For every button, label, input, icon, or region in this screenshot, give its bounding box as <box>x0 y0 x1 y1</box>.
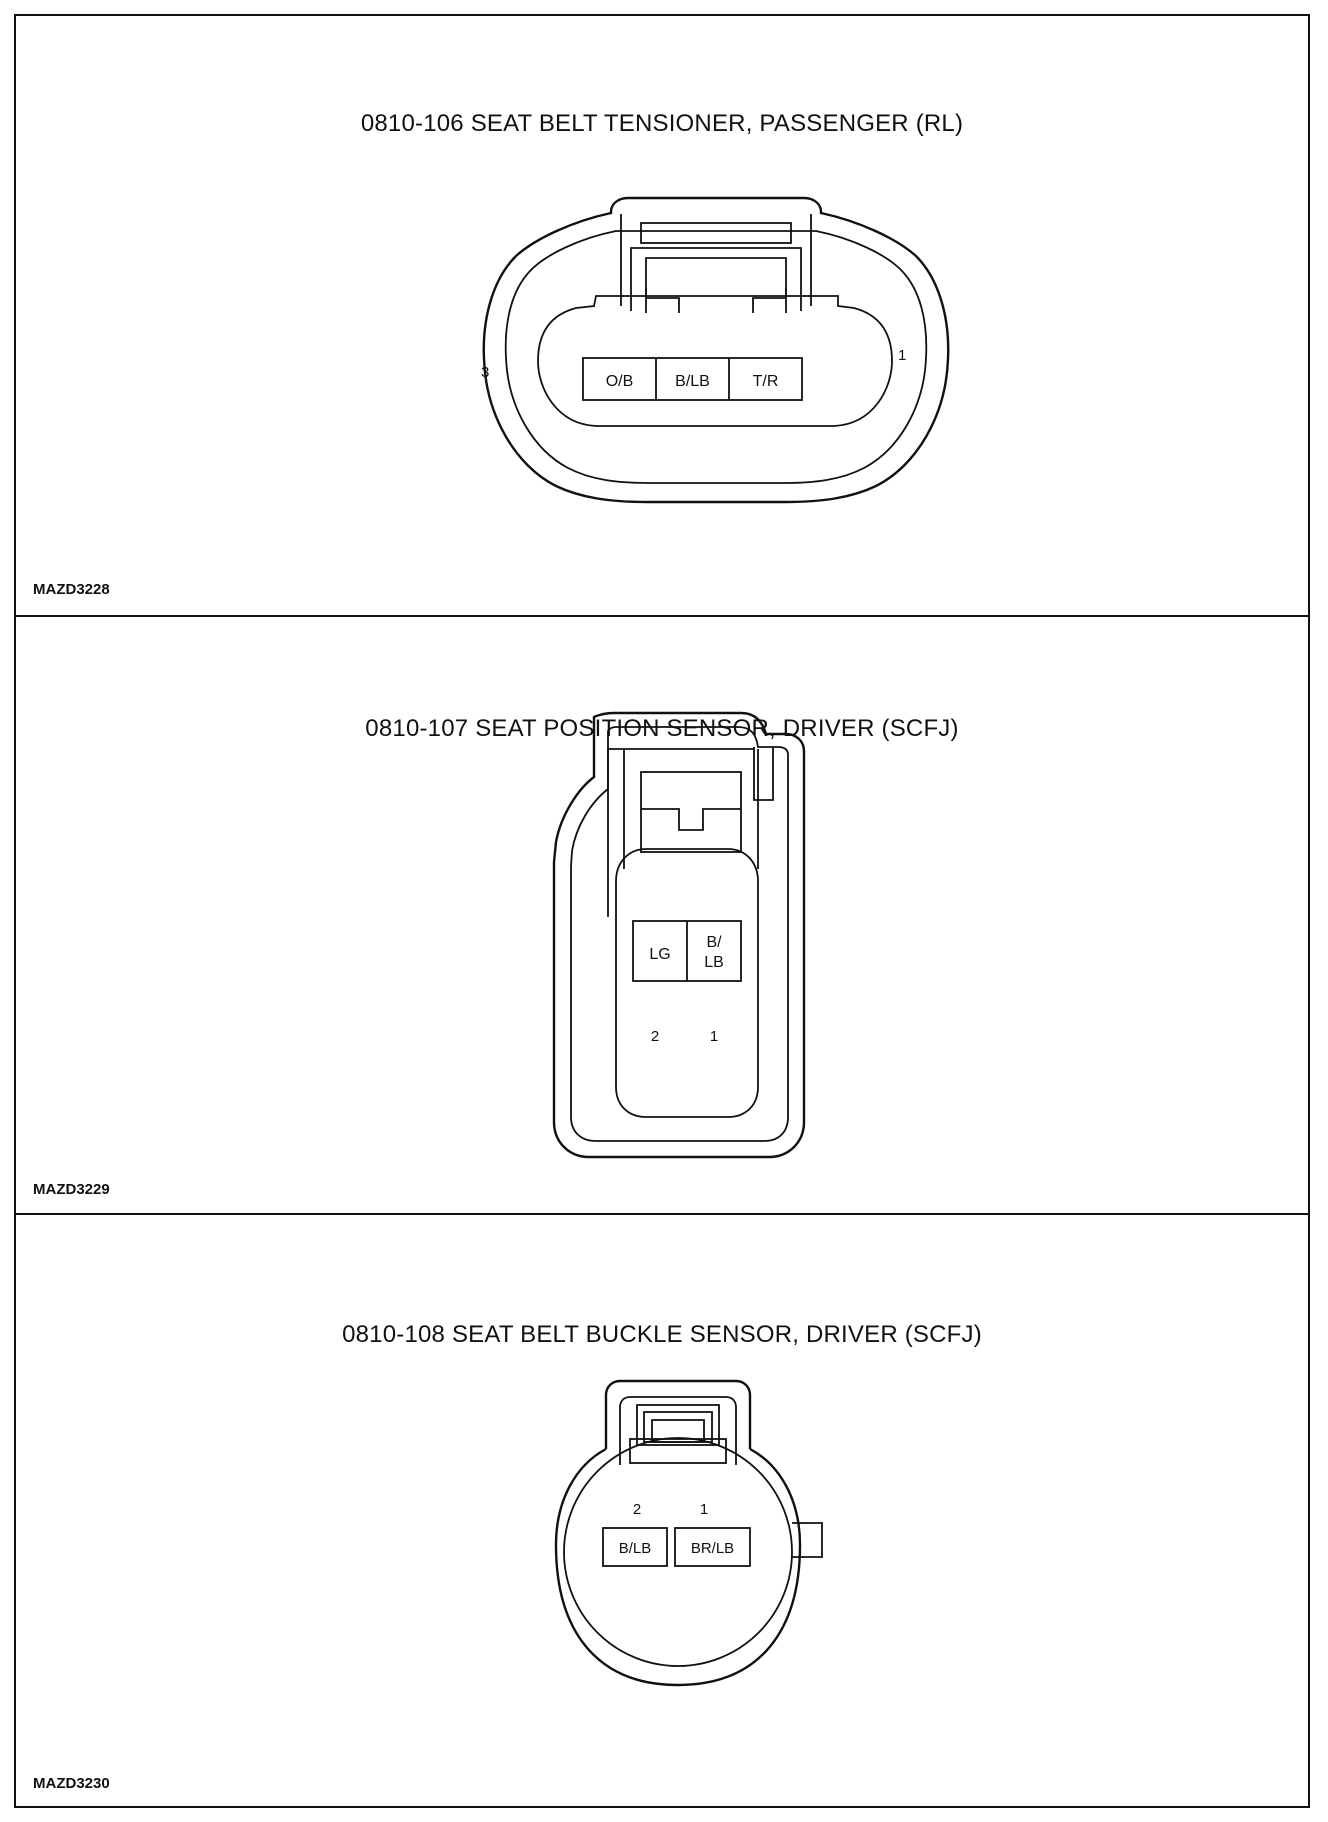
cavity-label: LB <box>704 954 724 971</box>
cavity-label: T/R <box>753 373 779 390</box>
lock-tab-outer <box>620 214 812 306</box>
lock-tab <box>636 1404 720 1446</box>
latch-tab <box>792 1522 823 1558</box>
lock-tab-base <box>629 1438 727 1464</box>
figure-code: MAZD3228 <box>33 581 110 598</box>
connector-panel-seat-belt-tensioner: 0810-106 SEAT BELT TENSIONER, PASSENGER … <box>16 16 1308 615</box>
connector-housing-outer <box>482 196 950 504</box>
pin-number-3: 3 <box>481 364 489 381</box>
connector-housing-outer <box>554 1447 802 1687</box>
lock-tooth <box>641 808 741 831</box>
lock-tab-bar <box>640 222 792 244</box>
seat-position-connector-face: LG B/ LB 2 1 <box>552 711 806 1159</box>
tensioner-connector-face: 3 1 O/B B/LB T/R <box>481 196 950 504</box>
cavity-label: BR/LB <box>691 1540 734 1557</box>
connector-housing-outer <box>552 711 806 1159</box>
pin-number-2: 2 <box>633 1501 641 1518</box>
figure-code: MAZD3230 <box>33 1775 110 1792</box>
latch-slot <box>753 747 774 801</box>
connector-face-circle <box>563 1437 793 1667</box>
lock-housing-inner <box>619 1396 737 1465</box>
lock-housing-outer <box>604 1379 752 1449</box>
pin-number-1: 1 <box>898 347 906 364</box>
lock-tab <box>640 771 742 853</box>
connector-sheet: 0810-106 SEAT BELT TENSIONER, PASSENGER … <box>14 14 1310 1808</box>
cavity-label: O/B <box>606 373 634 390</box>
figure-code: MAZD3229 <box>33 1181 110 1198</box>
connector-housing-middle <box>570 726 789 1142</box>
buckle-sensor-connector-face: 2 1 B/LB BR/LB <box>554 1379 823 1687</box>
connector-title: 0810-107 SEAT POSITION SENSOR, DRIVER (S… <box>365 715 959 742</box>
connector-face-inner <box>537 295 893 427</box>
connector-title: 0810-106 SEAT BELT TENSIONER, PASSENGER … <box>360 110 964 137</box>
cavity-block <box>582 357 803 401</box>
connector-face-inner <box>615 848 759 1118</box>
cavity-label: B/ <box>706 934 722 951</box>
lock-tooth <box>645 288 787 313</box>
connector-panel-seat-position-sensor: 0810-107 SEAT POSITION SENSOR, DRIVER (S… <box>16 615 1308 1213</box>
lock-tab-core <box>651 1419 705 1443</box>
connector-panel-seat-belt-buckle-sensor: 0810-108 SEAT BELT BUCKLE SENSOR, DRIVER… <box>16 1213 1308 1810</box>
cavity-label: B/LB <box>675 373 710 390</box>
connector-housing-middle <box>504 230 928 484</box>
pin-number-2: 2 <box>651 1028 659 1045</box>
cavity-label: B/LB <box>619 1540 652 1557</box>
pin-number-1: 1 <box>710 1028 718 1045</box>
cavity-block <box>602 1527 668 1567</box>
cavity-block <box>674 1527 751 1567</box>
cavity-label: LG <box>649 946 670 963</box>
pin-number-1: 1 <box>700 1501 708 1518</box>
connector-title: 0810-108 SEAT BELT BUCKLE SENSOR, DRIVER… <box>342 1321 982 1348</box>
lock-tab-inner <box>630 247 802 313</box>
